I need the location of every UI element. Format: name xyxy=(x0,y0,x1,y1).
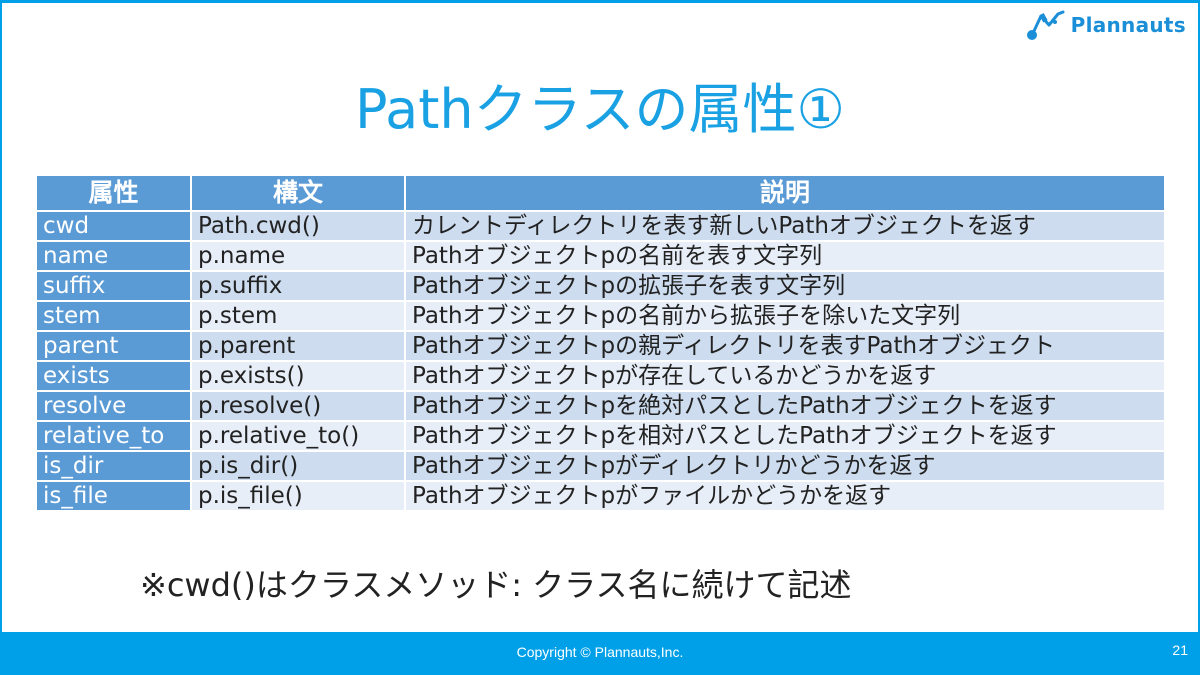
description-cell: Pathオブジェクトpを相対パスとしたPathオブジェクトを返す xyxy=(406,422,1164,452)
table-header-row: 属性 構文 説明 xyxy=(37,176,1164,212)
syntax-cell: Path.cwd() xyxy=(192,212,406,242)
logo-text: Plannauts xyxy=(1070,13,1186,37)
column-header-attribute: 属性 xyxy=(37,176,192,212)
syntax-cell: p.relative_to() xyxy=(192,422,406,452)
attribute-cell: parent xyxy=(37,332,192,362)
table-row: name p.name Pathオブジェクトpの名前を表す文字列 xyxy=(37,242,1164,272)
attribute-cell: is_file xyxy=(37,482,192,512)
description-cell: Pathオブジェクトpがファイルかどうかを返す xyxy=(406,482,1164,512)
description-cell: Pathオブジェクトpの拡張子を表す文字列 xyxy=(406,272,1164,302)
attribute-table-container: 属性 構文 説明 cwd Path.cwd() カレントディレクトリを表す新しい… xyxy=(37,176,1164,512)
footnote-text: ※cwd()はクラスメソッド: クラス名に続けて記述 xyxy=(140,566,852,604)
column-header-syntax: 構文 xyxy=(192,176,406,212)
syntax-cell: p.parent xyxy=(192,332,406,362)
description-cell: Pathオブジェクトpを絶対パスとしたPathオブジェクトを返す xyxy=(406,392,1164,422)
syntax-cell: p.is_dir() xyxy=(192,452,406,482)
description-cell: Pathオブジェクトpの名前から拡張子を除いた文字列 xyxy=(406,302,1164,332)
attribute-cell: name xyxy=(37,242,192,272)
attribute-cell: relative_to xyxy=(37,422,192,452)
table-row: relative_to p.relative_to() Pathオブジェクトpを… xyxy=(37,422,1164,452)
syntax-cell: p.name xyxy=(192,242,406,272)
footer-bar: Copyright © Plannauts,Inc. 21 xyxy=(0,632,1200,675)
attribute-cell: suffix xyxy=(37,272,192,302)
table-row: stem p.stem Pathオブジェクトpの名前から拡張子を除いた文字列 xyxy=(37,302,1164,332)
description-cell: Pathオブジェクトpがディレクトリかどうかを返す xyxy=(406,452,1164,482)
table-row: is_dir p.is_dir() Pathオブジェクトpがディレクトリかどうか… xyxy=(37,452,1164,482)
table-row: is_file p.is_file() Pathオブジェクトpがファイルかどうか… xyxy=(37,482,1164,512)
page-number: 21 xyxy=(1172,642,1188,658)
table-row: cwd Path.cwd() カレントディレクトリを表す新しいPathオブジェク… xyxy=(37,212,1164,242)
frame-right-border xyxy=(1198,0,1200,632)
slide-title: Pathクラスの属性① xyxy=(355,78,845,141)
frame-top-border xyxy=(0,0,1200,3)
copyright-text: Copyright © Plannauts,Inc. xyxy=(516,644,684,660)
attribute-cell: is_dir xyxy=(37,452,192,482)
description-cell: Pathオブジェクトpの名前を表す文字列 xyxy=(406,242,1164,272)
attribute-table: 属性 構文 説明 cwd Path.cwd() カレントディレクトリを表す新しい… xyxy=(37,176,1164,512)
frame-left-border xyxy=(0,0,2,632)
syntax-cell: p.is_file() xyxy=(192,482,406,512)
description-cell: Pathオブジェクトpの親ディレクトリを表すPathオブジェクト xyxy=(406,332,1164,362)
attribute-cell: resolve xyxy=(37,392,192,422)
brand-logo: Plannauts xyxy=(1025,8,1186,42)
description-cell: カレントディレクトリを表す新しいPathオブジェクトを返す xyxy=(406,212,1164,242)
syntax-cell: p.exists() xyxy=(192,362,406,392)
syntax-cell: p.resolve() xyxy=(192,392,406,422)
table-row: exists p.exists() Pathオブジェクトpが存在しているかどうか… xyxy=(37,362,1164,392)
table-row: parent p.parent Pathオブジェクトpの親ディレクトリを表すPa… xyxy=(37,332,1164,362)
syntax-cell: p.stem xyxy=(192,302,406,332)
attribute-cell: stem xyxy=(37,302,192,332)
table-row: suffix p.suffix Pathオブジェクトpの拡張子を表す文字列 xyxy=(37,272,1164,302)
plannauts-logo-icon xyxy=(1026,10,1065,40)
description-cell: Pathオブジェクトpが存在しているかどうかを返す xyxy=(406,362,1164,392)
column-header-description: 説明 xyxy=(406,176,1164,212)
attribute-cell: cwd xyxy=(37,212,192,242)
syntax-cell: p.suffix xyxy=(192,272,406,302)
table-row: resolve p.resolve() Pathオブジェクトpを絶対パスとしたP… xyxy=(37,392,1164,422)
attribute-cell: exists xyxy=(37,362,192,392)
